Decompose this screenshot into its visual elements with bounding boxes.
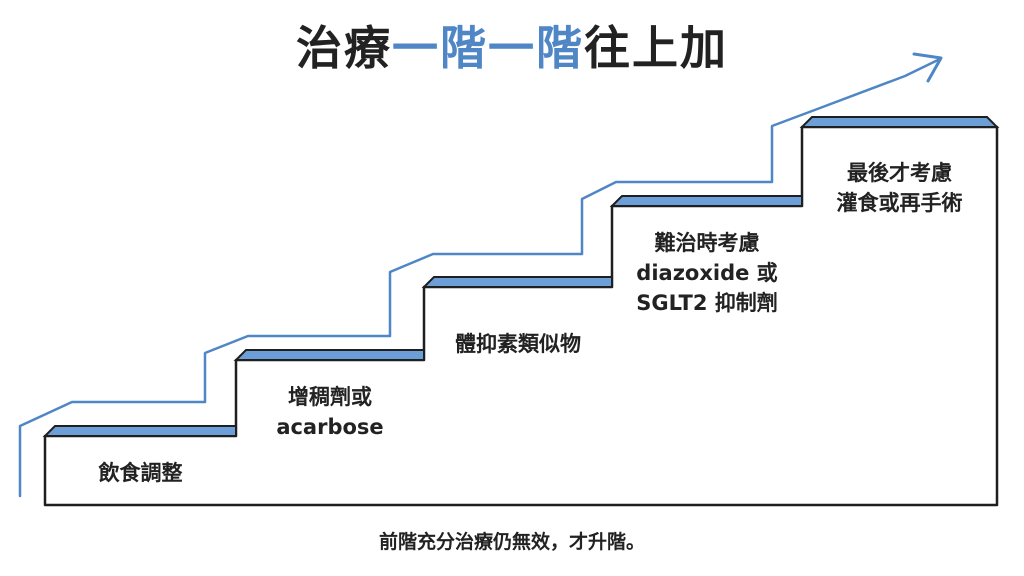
title-part-3: 往上加 — [584, 21, 728, 75]
tread-4 — [609, 195, 803, 207]
page-title: 治療一階一階往上加 — [0, 18, 1024, 78]
tread-2 — [233, 349, 425, 361]
step-1-label: 飲食調整 — [45, 458, 236, 488]
step-3-label: 體抑素類似物 — [424, 329, 612, 359]
step-treads — [42, 116, 1000, 437]
step-5-label: 最後才考慮 灌食或再手術 — [802, 158, 997, 218]
step-2-line-1: 增稠劑或 — [288, 385, 372, 409]
tread-3 — [421, 276, 613, 288]
step-4-line-2: diazoxide 或 — [636, 261, 778, 285]
step-5-line-1: 最後才考慮 — [847, 161, 952, 185]
progress-line — [18, 57, 942, 498]
title-part-2: 一階一階 — [392, 21, 584, 75]
step-4-line-3: SGLT2 抑制劑 — [636, 291, 778, 315]
tread-1 — [42, 425, 237, 437]
step-1-line-1: 飲食調整 — [98, 461, 183, 485]
step-2-line-2: acarbose — [276, 415, 384, 439]
arrow-head-icon — [912, 52, 943, 83]
step-4-label: 難治時考慮 diazoxide 或 SGLT2 抑制劑 — [612, 228, 802, 318]
step-4-line-1: 難治時考慮 — [654, 231, 760, 255]
step-3-line-1: 體抑素類似物 — [455, 332, 581, 356]
title-part-1: 治療 — [296, 21, 392, 75]
footnote: 前階充分治療仍無效，才升階。 — [378, 531, 645, 553]
tread-5 — [799, 116, 1000, 128]
step-5-line-2: 灌食或再手術 — [836, 191, 963, 215]
step-2-label: 增稠劑或 acarbose — [236, 382, 424, 442]
